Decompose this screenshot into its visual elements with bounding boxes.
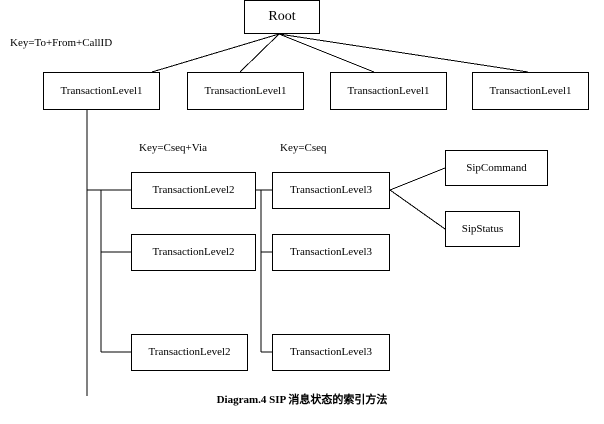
node-transactionlevel2-3[interactable]: TransactionLevel2 xyxy=(131,334,248,371)
edge-root-tl1-a xyxy=(151,33,280,73)
node-transactionlevel3-1-label: TransactionLevel3 xyxy=(289,184,373,196)
diagram-caption: Diagram.4 SIP 消息状态的索引方法 xyxy=(216,394,388,406)
node-sipstatus[interactable]: SipStatus xyxy=(445,211,520,247)
node-transactionlevel1-2[interactable]: TransactionLevel1 xyxy=(187,72,304,110)
edge-root-tl1-d xyxy=(278,33,529,73)
node-transactionlevel3-2[interactable]: TransactionLevel3 xyxy=(272,234,390,271)
node-transactionlevel3-3[interactable]: TransactionLevel3 xyxy=(272,334,390,371)
edge-tl3-sipstatus xyxy=(389,189,446,230)
node-transactionlevel3-3-label: TransactionLevel3 xyxy=(289,346,373,358)
node-transactionlevel1-1-label: TransactionLevel1 xyxy=(60,84,143,97)
node-transactionlevel1-3[interactable]: TransactionLevel1 xyxy=(330,72,447,110)
node-sipcommand-label: SipCommand xyxy=(466,161,527,174)
node-transactionlevel3-2-label: TransactionLevel3 xyxy=(289,246,373,258)
node-transactionlevel2-2[interactable]: TransactionLevel2 xyxy=(131,234,256,271)
node-transactionlevel2-2-label: TransactionLevel2 xyxy=(152,246,235,258)
label-key-cseq: Key=Cseq xyxy=(280,142,327,154)
node-root[interactable]: Root xyxy=(244,0,320,34)
node-transactionlevel2-1-label: TransactionLevel2 xyxy=(152,184,235,196)
node-transactionlevel1-3-label: TransactionLevel1 xyxy=(347,84,430,97)
node-root-label: Root xyxy=(268,9,296,24)
node-transactionlevel1-4-label: TransactionLevel1 xyxy=(489,84,572,97)
node-transactionlevel2-3-label: TransactionLevel2 xyxy=(148,346,231,358)
edge-root-tl1-b xyxy=(239,33,280,73)
edge-tl3-sipcommand xyxy=(389,167,446,191)
node-transactionlevel1-2-label: TransactionLevel1 xyxy=(204,84,287,97)
node-transactionlevel3-1[interactable]: TransactionLevel3 xyxy=(272,172,390,209)
node-sipcommand[interactable]: SipCommand xyxy=(445,150,548,186)
edge-root-tl1-c xyxy=(278,33,375,73)
label-key-to-from-callid: Key=To+From+CallID xyxy=(10,37,113,49)
node-transactionlevel1-1[interactable]: TransactionLevel1 xyxy=(43,72,160,110)
label-key-cseq-via: Key=Cseq+Via xyxy=(139,142,207,154)
node-transactionlevel1-4[interactable]: TransactionLevel1 xyxy=(472,72,589,110)
node-transactionlevel2-1[interactable]: TransactionLevel2 xyxy=(131,172,256,209)
node-sipstatus-label: SipStatus xyxy=(461,222,504,235)
